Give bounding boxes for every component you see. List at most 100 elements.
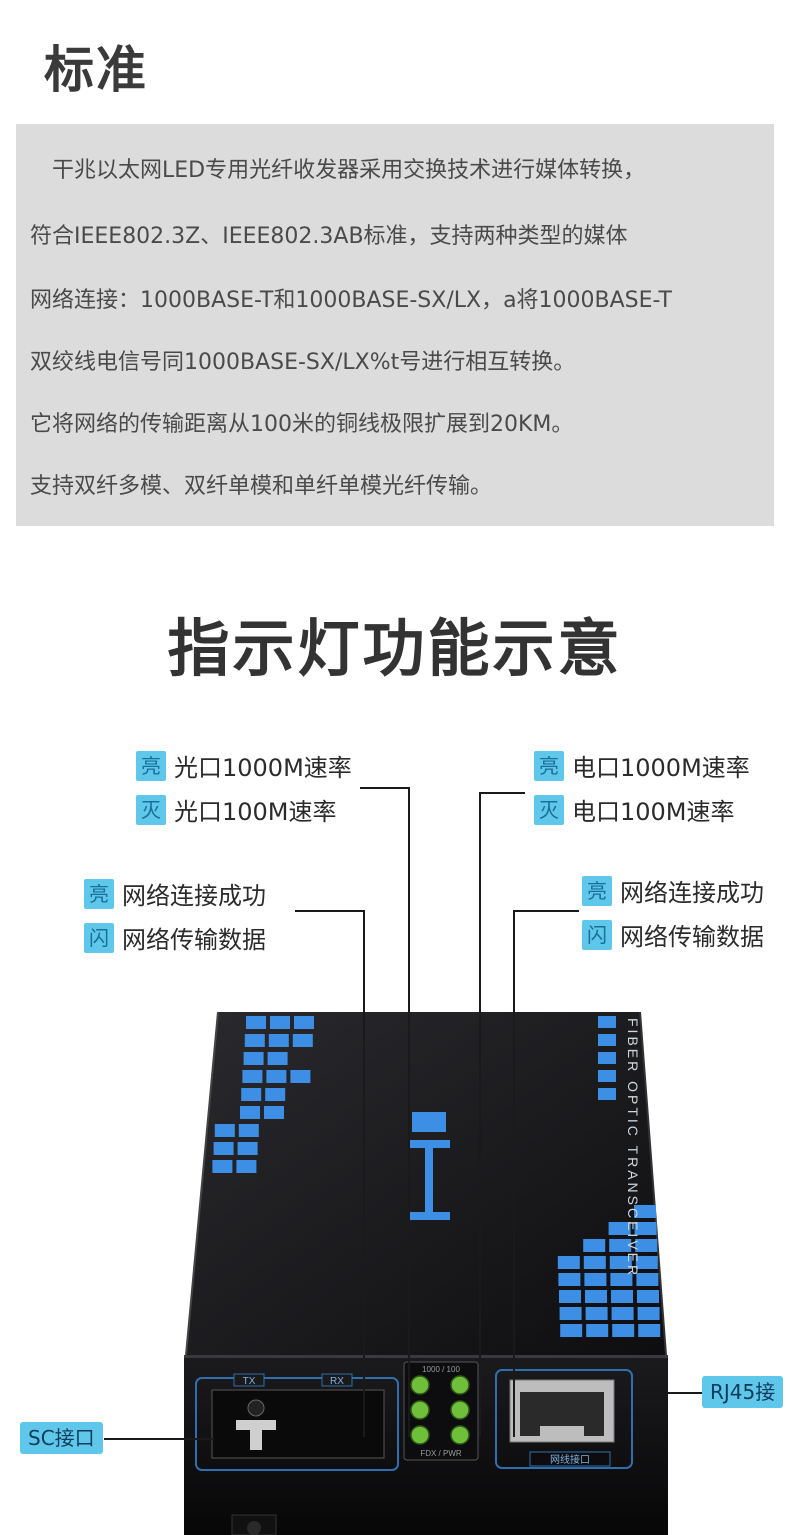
decor-tile xyxy=(610,1273,633,1286)
label-right-link: 亮 网络连接成功 xyxy=(582,873,764,908)
decor-tile xyxy=(270,1016,290,1029)
spec-line-3: 网络连接：1000BASE-T和1000BASE-SX/LX，a将1000BAS… xyxy=(30,288,672,313)
badge-on: 亮 xyxy=(534,750,564,781)
badge-flash: 闪 xyxy=(582,919,612,950)
label-left-data: 闪 网络传输数据 xyxy=(84,920,266,955)
rj45-caption: 网线接口 xyxy=(550,1453,590,1466)
decor-tile xyxy=(557,1256,580,1269)
status-led xyxy=(410,1400,430,1420)
decor-tile xyxy=(236,1160,257,1173)
decor-tile xyxy=(242,1070,263,1083)
decor-tile xyxy=(294,1016,314,1029)
decor-tile xyxy=(585,1290,607,1303)
badge-on: 亮 xyxy=(136,750,166,781)
decor-tile xyxy=(634,1222,657,1235)
decor-tile xyxy=(292,1034,313,1047)
decor-tile xyxy=(212,1160,233,1173)
label-text: 网络传输数据 xyxy=(122,926,266,954)
decor-tile xyxy=(268,1034,289,1047)
decor-tile xyxy=(635,1256,658,1269)
brand-logo xyxy=(408,1112,450,1220)
decor-tile xyxy=(583,1239,606,1252)
decor-tile xyxy=(264,1106,284,1119)
decor-tile xyxy=(237,1142,258,1155)
badge-off: 灭 xyxy=(136,794,166,825)
decor-tile xyxy=(241,1088,262,1101)
decor-tile xyxy=(266,1070,287,1083)
leader-elec-h xyxy=(479,792,525,794)
decor-tile xyxy=(598,1070,616,1082)
leader-fiber-h xyxy=(360,787,410,789)
label-text: 网络连接成功 xyxy=(620,879,764,907)
spec-line-5: 它将网络的传输距离从100米的铜线极限扩展到20KM。 xyxy=(30,412,574,437)
decor-tile xyxy=(608,1222,631,1235)
label-text: 网络连接成功 xyxy=(122,882,266,910)
decor-tile xyxy=(611,1307,634,1320)
leader-sc xyxy=(104,1438,214,1440)
decor-tile xyxy=(583,1256,606,1269)
label-text: 电口100M速率 xyxy=(572,798,735,826)
decor-tile xyxy=(558,1273,581,1286)
label-text: 光口100M速率 xyxy=(174,798,337,826)
decor-tile xyxy=(265,1088,286,1101)
label-fiber-100: 灭 光口100M速率 xyxy=(136,792,337,827)
label-elec-100: 灭 电口100M速率 xyxy=(534,792,735,827)
decor-tile xyxy=(214,1124,235,1137)
decor-tiles-right xyxy=(557,1016,661,1337)
decor-tile xyxy=(240,1106,260,1119)
decor-tile xyxy=(598,1034,616,1046)
sc-port-tag: SC接口 xyxy=(20,1422,103,1454)
decor-tile xyxy=(213,1142,234,1155)
decor-tile xyxy=(244,1034,265,1047)
label-text: 光口1000M速率 xyxy=(174,754,352,782)
spec-line-6: 支持双纤多模、双纤单模和单纤单模光纤传输。 xyxy=(30,474,493,499)
decor-tile xyxy=(611,1290,633,1303)
sc-tx-label: TX xyxy=(243,1376,256,1387)
decor-tile xyxy=(585,1307,608,1320)
vertical-brand-text: FIBER OPTIC TRANSCEIVER xyxy=(625,1018,641,1278)
decor-tile xyxy=(609,1256,632,1269)
decor-tile xyxy=(560,1324,583,1337)
decor-tile xyxy=(559,1290,581,1303)
status-led xyxy=(450,1400,470,1420)
spec-line-2: 符合IEEE802.3Z、IEEE802.3AB标准，支持两种类型的媒体 xyxy=(30,224,628,249)
leader-left-link-h xyxy=(295,910,365,912)
label-fiber-1000: 亮 光口1000M速率 xyxy=(136,748,352,783)
leader-fiber-v xyxy=(408,787,410,1437)
decor-tile xyxy=(586,1324,609,1337)
decor-tile xyxy=(636,1273,659,1286)
decor-tile xyxy=(243,1052,264,1065)
leader-right-link-v xyxy=(513,910,515,1437)
decor-tile xyxy=(634,1205,656,1218)
standard-description: 干兆以太网LED专用光纤收发器采用交换技术进行媒体转换， 符合IEEE802.3… xyxy=(16,124,774,526)
sc-port-frame xyxy=(195,1377,399,1471)
label-right-data: 闪 网络传输数据 xyxy=(582,917,764,952)
leader-right-link-h xyxy=(513,910,579,912)
standard-title: 标准 xyxy=(44,41,148,99)
status-leds xyxy=(410,1375,470,1445)
decor-tile xyxy=(598,1052,616,1064)
sc-rx-label: RX xyxy=(330,1376,344,1387)
decor-tile xyxy=(612,1324,635,1337)
decor-tile xyxy=(246,1016,266,1029)
decor-tile xyxy=(638,1324,661,1337)
label-text: 网络传输数据 xyxy=(620,923,764,951)
status-led xyxy=(410,1425,430,1445)
leader-left-link-v xyxy=(363,910,365,1437)
decor-tiles-left xyxy=(212,1016,314,1173)
status-led xyxy=(450,1425,470,1445)
decor-tile xyxy=(637,1290,659,1303)
badge-on: 亮 xyxy=(582,875,612,906)
decor-tile xyxy=(598,1016,616,1028)
decor-tile xyxy=(635,1239,658,1252)
led-bottom-label: FDX / PWR xyxy=(420,1449,462,1458)
rj45-port-tag: RJ45接 xyxy=(702,1376,784,1408)
label-left-link: 亮 网络连接成功 xyxy=(84,876,266,911)
status-led xyxy=(410,1375,430,1395)
led-top-label: 1000 / 100 xyxy=(422,1365,460,1374)
label-text: 电口1000M速率 xyxy=(572,754,750,782)
decor-tile xyxy=(559,1307,582,1320)
indicator-title: 指示灯功能示意 xyxy=(167,612,623,685)
decor-tile xyxy=(267,1052,288,1065)
